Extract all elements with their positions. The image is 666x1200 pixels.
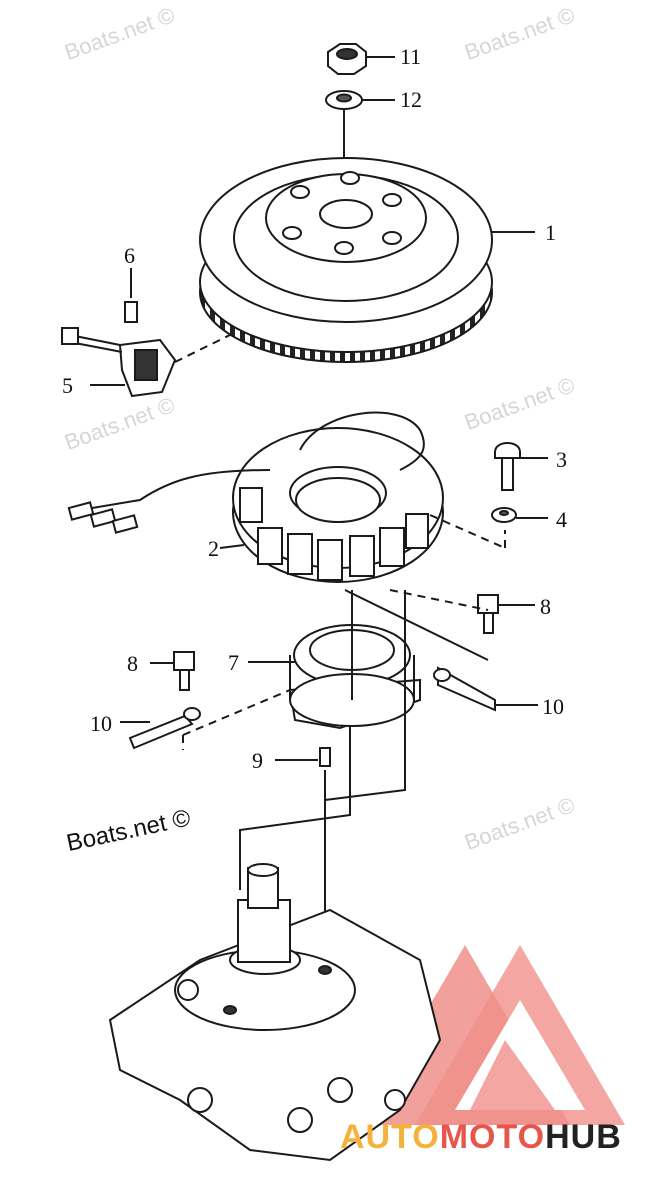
terminal-part [120,666,538,750]
callout-10: 10 [542,694,564,719]
flywheel-part [199,157,535,363]
callout-11: 11 [400,44,422,69]
callout-8: 8 [127,651,138,676]
brand-part-hub: HUB [545,1118,622,1156]
washer-part [325,90,395,110]
callout-2: 2 [208,536,219,561]
callout-4: 4 [556,507,567,532]
callout-12: 12 [400,87,422,112]
nut-part [327,43,395,75]
callout-8: 8 [540,594,551,619]
brand-part-moto: MOTO [439,1118,546,1156]
screw-part [429,442,548,549]
callout-6: 6 [124,243,135,268]
stator-part [67,411,444,583]
callout-7: 7 [228,650,239,675]
crankcase-part [108,863,442,1162]
pulser-coil-part [61,268,231,398]
bolt-part [150,594,535,691]
callout-10: 10 [90,711,112,736]
dowel-pin-part [275,747,331,767]
stator-base-part [248,624,421,730]
brand-part-auto: AUTO [340,1118,440,1156]
callout-1: 1 [545,220,556,245]
callout-9: 9 [252,748,263,773]
callout-5: 5 [62,373,73,398]
automotohub-wordmark: AUTOMOTOHUB [340,1118,622,1157]
callout-3: 3 [556,447,567,472]
